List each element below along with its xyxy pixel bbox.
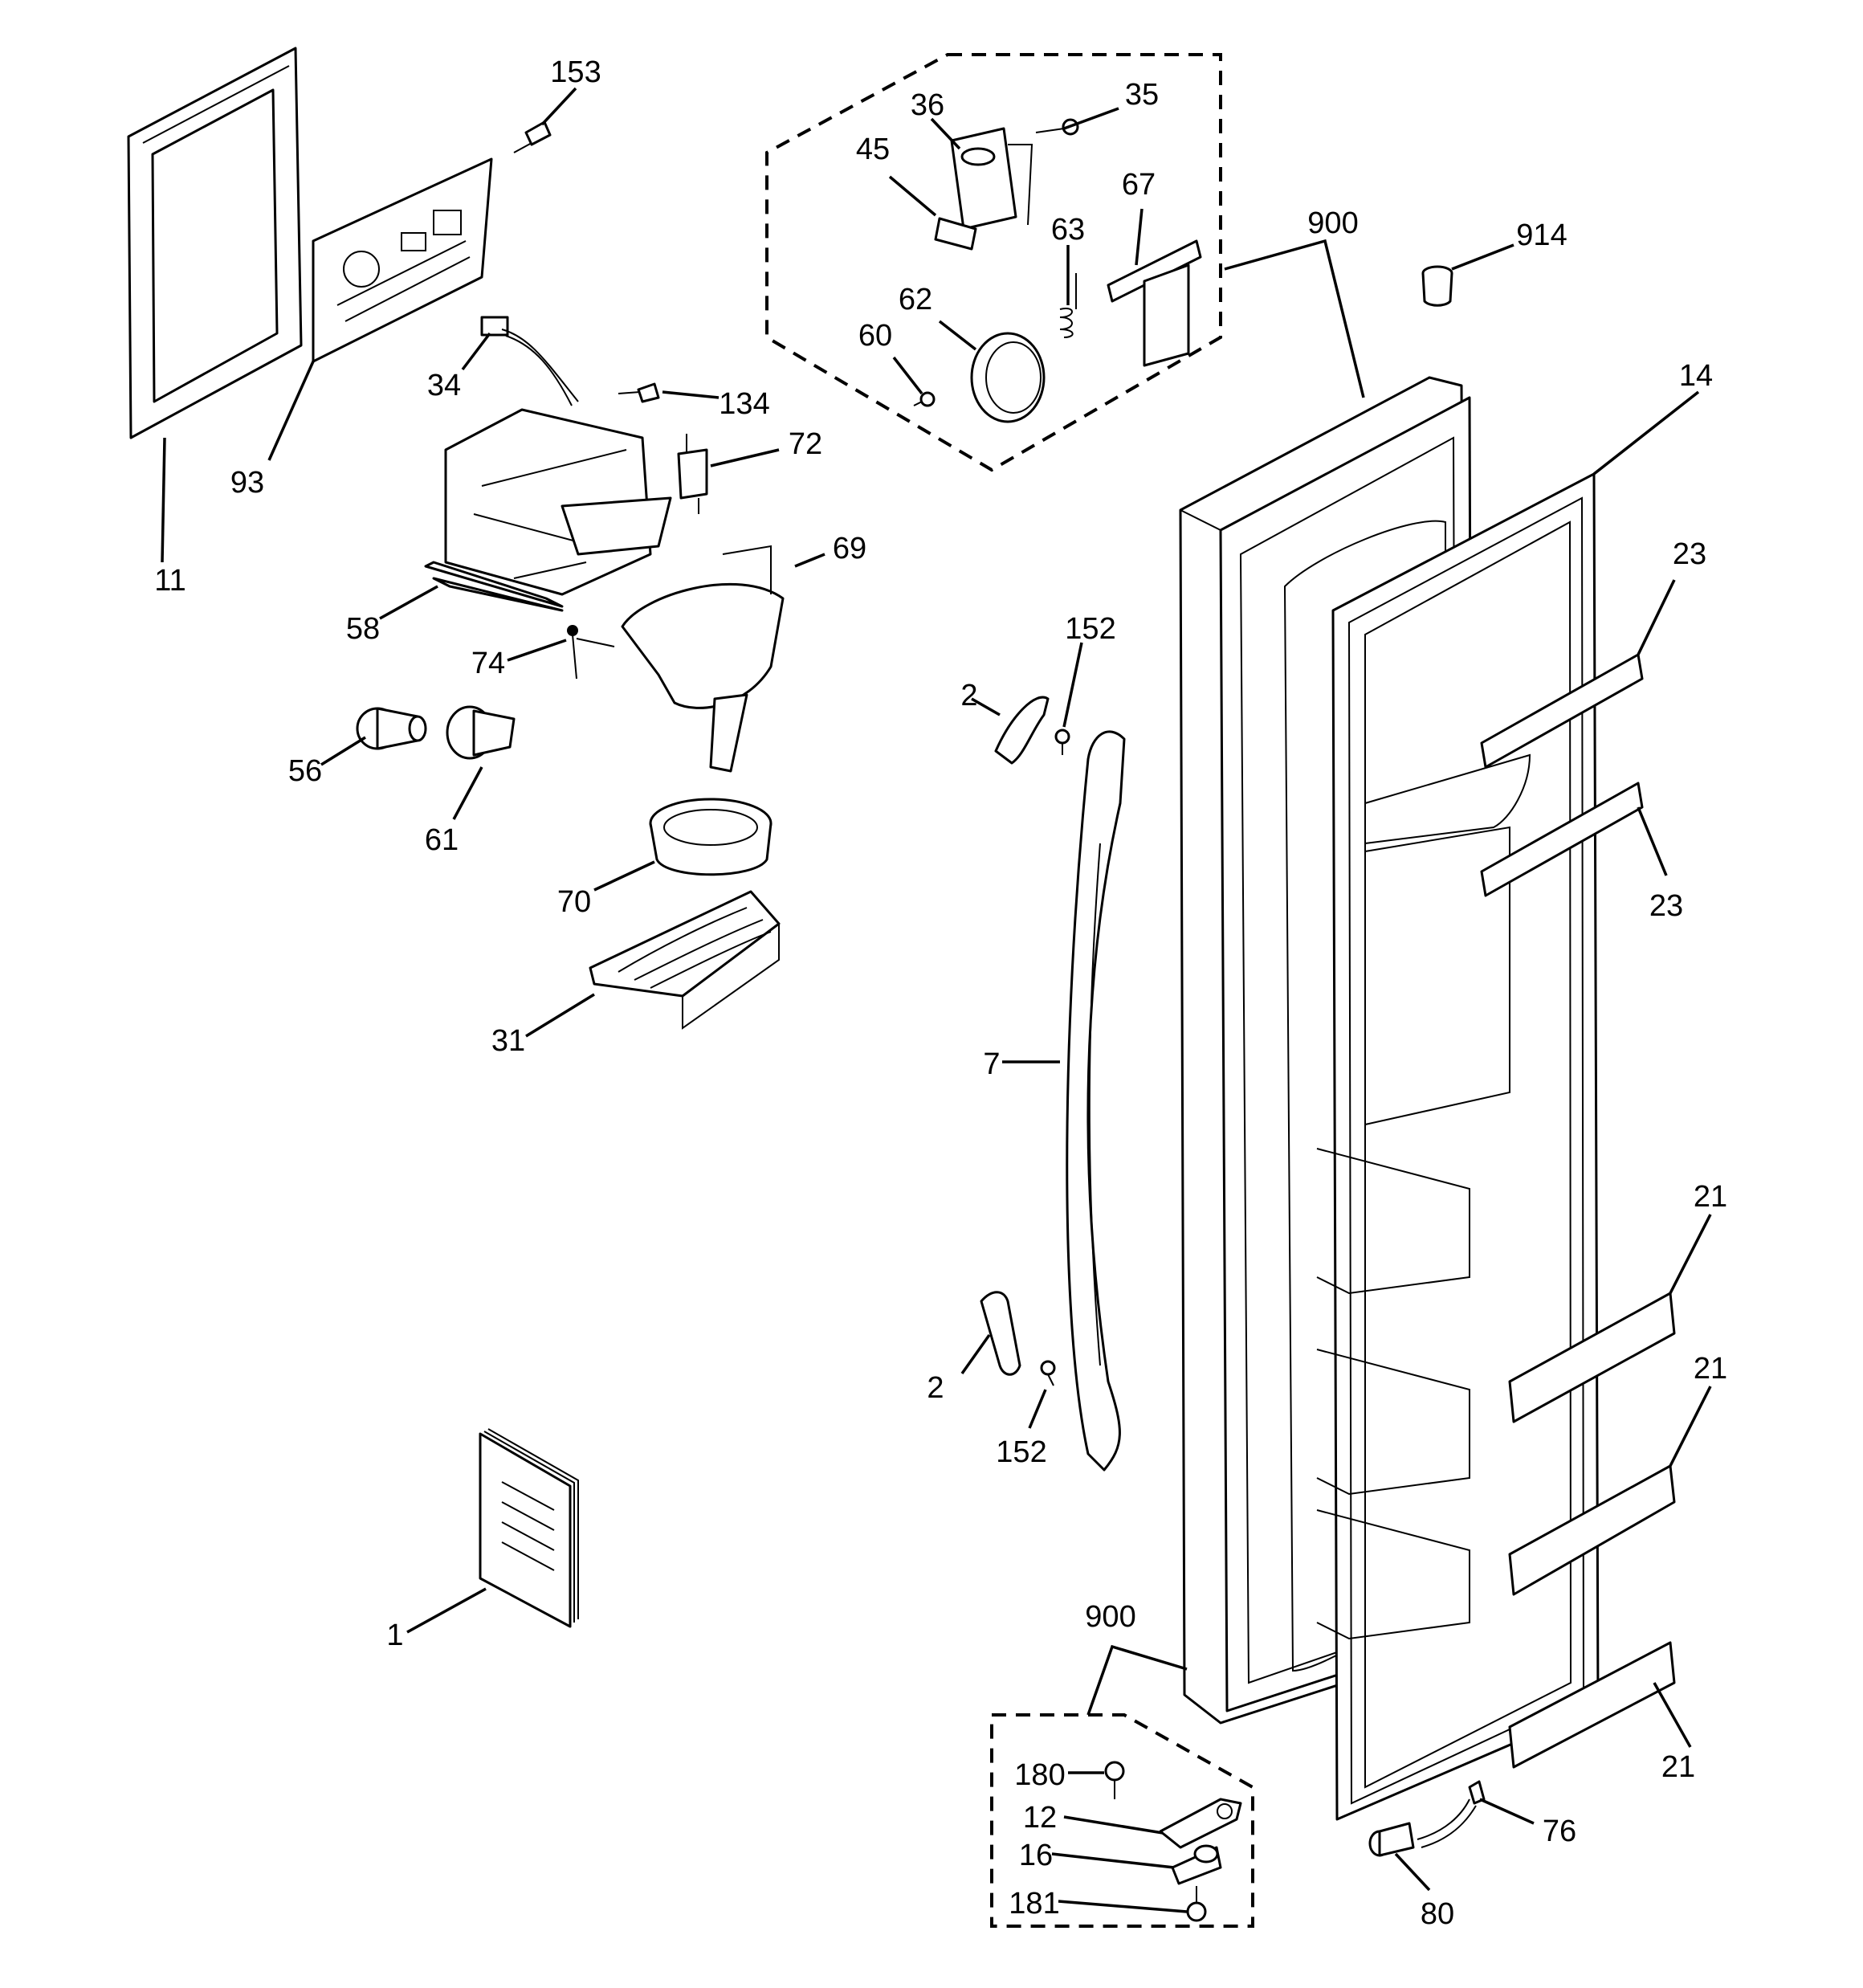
part-31-drip-tray xyxy=(589,890,781,1030)
callout-152-lower: 152 xyxy=(996,1435,1046,1469)
callout-80: 80 xyxy=(1421,1897,1454,1931)
part-153-screw xyxy=(513,120,552,153)
part-152-screw-lower xyxy=(1040,1360,1056,1386)
callout-74: 74 xyxy=(471,647,505,680)
part-69-ice-chute xyxy=(621,545,785,773)
part-74-spring xyxy=(567,625,615,680)
callout-45: 45 xyxy=(856,133,890,166)
callout-2-lower: 2 xyxy=(927,1371,944,1405)
part-67-door-flap xyxy=(1107,239,1202,367)
callout-58: 58 xyxy=(346,612,380,646)
callout-900-top: 900 xyxy=(1307,206,1358,240)
callout-181: 181 xyxy=(1009,1887,1059,1921)
part-62-housing xyxy=(970,332,1046,423)
part-1-manual xyxy=(479,1428,579,1628)
part-80-fitting xyxy=(1368,1822,1415,1857)
part-23-bar-lower xyxy=(1480,782,1644,897)
part-11-frame xyxy=(127,47,303,439)
callout-60: 60 xyxy=(858,319,892,353)
callout-62: 62 xyxy=(899,283,932,316)
callout-12: 12 xyxy=(1023,1801,1057,1835)
door-inner-features xyxy=(1316,753,1531,1640)
part-23-bar-upper xyxy=(1480,653,1644,769)
callout-21-3: 21 xyxy=(1661,1750,1695,1784)
part-56-motor-coupling xyxy=(356,707,427,750)
callout-134: 134 xyxy=(719,387,769,421)
part-63-spring xyxy=(1059,273,1077,338)
callout-900-bottom: 900 xyxy=(1085,1600,1135,1634)
callout-35: 35 xyxy=(1125,78,1159,112)
part-93-control-board xyxy=(312,157,493,363)
callout-914: 914 xyxy=(1516,218,1567,252)
callout-69: 69 xyxy=(833,532,866,565)
callout-21-2: 21 xyxy=(1694,1352,1727,1386)
part-21-bar-3 xyxy=(1508,1641,1676,1769)
part-180-screw xyxy=(1104,1761,1125,1799)
callout-23-lower: 23 xyxy=(1649,889,1683,923)
part-914-cap xyxy=(1421,265,1453,307)
part-14-gasket xyxy=(1331,472,1600,1821)
callout-63: 63 xyxy=(1051,213,1085,247)
callout-36: 36 xyxy=(911,88,944,122)
part-58-dispenser-housing xyxy=(424,408,672,612)
part-76-hose xyxy=(1417,1780,1486,1848)
part-61-auger-drive xyxy=(446,705,516,760)
callout-31: 31 xyxy=(491,1024,525,1058)
dashed-group-bottom xyxy=(990,1713,1254,1928)
callout-152-upper: 152 xyxy=(1065,612,1115,646)
part-72-switch xyxy=(677,434,708,514)
dashed-group-top xyxy=(765,53,1222,472)
part-70-ring xyxy=(649,798,773,876)
callout-14: 14 xyxy=(1679,359,1713,393)
part-181-screw xyxy=(1186,1886,1207,1922)
part-60-screw xyxy=(913,391,936,407)
callout-67: 67 xyxy=(1122,168,1156,202)
part-7-handle xyxy=(1066,730,1126,1472)
callout-153: 153 xyxy=(550,55,601,89)
callout-70: 70 xyxy=(557,885,591,919)
leader-lines xyxy=(161,87,1712,1913)
part-45-bracket xyxy=(934,217,977,251)
callout-21-1: 21 xyxy=(1694,1180,1727,1214)
callout-56: 56 xyxy=(288,754,322,788)
part-12-hinge xyxy=(1159,1798,1242,1849)
part-152-screw-upper xyxy=(1054,729,1070,755)
part-21-bar-2 xyxy=(1508,1464,1676,1596)
callout-76: 76 xyxy=(1543,1815,1576,1848)
part-2-endcap-upper xyxy=(994,696,1050,765)
callout-1: 1 xyxy=(386,1619,403,1652)
callout-23-upper: 23 xyxy=(1673,537,1706,571)
part-36-solenoid xyxy=(950,127,1033,231)
callout-2-upper: 2 xyxy=(960,679,977,712)
part-34-harness xyxy=(480,316,579,406)
callout-93: 93 xyxy=(230,466,264,500)
callout-labels: 153 36 35 45 67 63 900 914 62 60 14 34 1… xyxy=(154,55,1727,1931)
callout-72: 72 xyxy=(789,427,822,461)
callout-11: 11 xyxy=(154,564,185,598)
callout-34: 34 xyxy=(427,369,461,402)
part-35-screw xyxy=(1035,118,1079,136)
part-2-endcap-lower xyxy=(980,1291,1021,1376)
callout-180: 180 xyxy=(1014,1758,1065,1792)
part-16-bushing xyxy=(1171,1844,1222,1885)
callout-61: 61 xyxy=(425,823,459,857)
part-134-screw xyxy=(618,382,660,403)
callout-7: 7 xyxy=(983,1047,1000,1081)
callout-16: 16 xyxy=(1019,1839,1053,1872)
part-21-bar-1 xyxy=(1508,1292,1676,1423)
